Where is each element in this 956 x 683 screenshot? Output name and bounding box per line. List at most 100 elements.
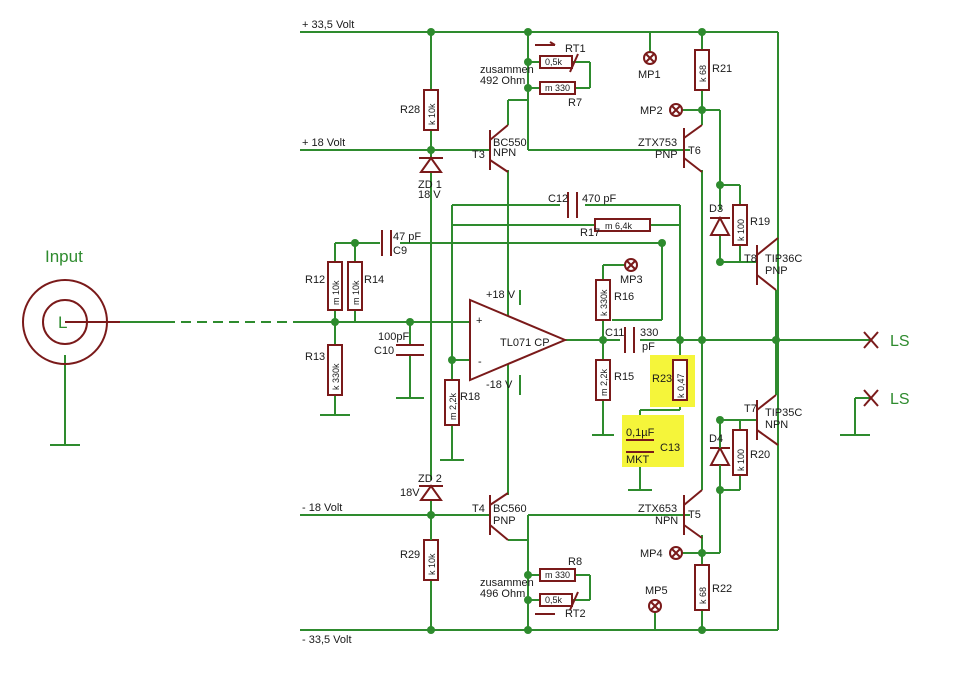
t7-transistor — [756, 394, 779, 446]
zd1-zener — [419, 156, 443, 173]
c10-capacitor — [396, 344, 424, 356]
ls-top-terminal — [863, 331, 879, 349]
opamp-vneg: -18 V — [486, 379, 513, 391]
t8-label: T8 — [744, 253, 757, 265]
r13-resistor — [327, 344, 343, 396]
r22-value: k 68 — [698, 587, 708, 604]
mp4-label: MP4 — [640, 548, 663, 560]
r19-resistor — [732, 204, 748, 246]
opamp-name: TL071 CP — [500, 337, 550, 349]
t7-polarity: NPN — [765, 419, 788, 431]
r19-label: R19 — [750, 216, 770, 228]
r22-label: R22 — [712, 583, 732, 595]
r12-label: R12 — [305, 274, 325, 286]
rail-neg-high-label: - 33,5 Volt — [302, 634, 352, 646]
zd2-value: 18V — [400, 487, 420, 499]
r14-resistor — [347, 261, 363, 311]
r20-label: R20 — [750, 449, 770, 461]
rt2-trimmer — [539, 593, 573, 607]
r23-resistor — [672, 359, 688, 401]
r18-resistor — [444, 379, 460, 426]
t5-polarity: NPN — [655, 515, 678, 527]
t6-transistor — [683, 124, 703, 173]
t5-transistor — [683, 489, 703, 539]
c12-value: 470 pF — [582, 193, 617, 205]
r13-value: k 330k — [331, 363, 341, 390]
t4-type: BC560 — [493, 503, 527, 515]
rt1-value: 0,5k — [545, 57, 563, 67]
r7-label: R7 — [568, 97, 582, 109]
c11-capacitor — [624, 327, 635, 353]
mp3-marker — [624, 258, 638, 272]
r15-label: R15 — [614, 371, 634, 383]
r22-resistor — [694, 564, 710, 611]
c12-label: C12 — [548, 193, 568, 205]
d3-label: D3 — [709, 203, 723, 215]
c10-value: 100pF — [378, 331, 409, 343]
r17-value: m 6,4k — [605, 221, 633, 231]
mp2-label: MP2 — [640, 105, 663, 117]
zd1-label: ZD 1 — [418, 179, 442, 191]
r20-resistor — [732, 429, 748, 476]
t7-label: T7 — [744, 403, 757, 415]
ls-bottom-label: LS — [890, 391, 910, 408]
r21-resistor — [694, 49, 710, 91]
zd2-zener — [419, 484, 443, 501]
mp3-label: MP3 — [620, 274, 643, 286]
input-jack-label: L — [58, 313, 67, 332]
r14-value: m 10k — [351, 280, 361, 305]
t3-type: BC550 — [493, 137, 527, 149]
mp5-marker — [648, 599, 662, 613]
c13-capacitor — [626, 439, 654, 453]
junctions — [331, 28, 780, 634]
t3-polarity: NPN — [493, 147, 516, 159]
t6-type: ZTX753 — [638, 137, 677, 149]
together-top-label: zusammen — [480, 64, 534, 76]
d4-label: D4 — [709, 433, 723, 445]
t7-type: TIP35C — [765, 407, 802, 419]
r17-resistor — [594, 218, 651, 232]
t5-type: ZTX653 — [638, 503, 677, 515]
r17-label: R17 — [580, 227, 600, 239]
r28-resistor — [423, 89, 439, 131]
mp1-label: MP1 — [638, 69, 661, 81]
mp4-marker — [669, 546, 683, 560]
r18-value: m 2,2k — [448, 392, 458, 420]
r8-label: R8 — [568, 556, 582, 568]
opamp-minus: - — [478, 356, 482, 368]
r16-resistor — [595, 279, 611, 321]
components — [22, 41, 879, 615]
rt2-label: RT2 — [565, 608, 586, 620]
c9-value: 47 pF — [393, 231, 421, 243]
t6-polarity: PNP — [655, 149, 678, 161]
rail-neg-18-label: - 18 Volt — [302, 502, 342, 514]
t6-label: T6 — [688, 145, 701, 157]
zd2-label: ZD 2 — [418, 473, 442, 485]
c12-capacitor — [567, 192, 578, 218]
r18-label: R18 — [460, 391, 480, 403]
r23-value: k 0,47 — [676, 373, 686, 398]
r21-value: k 68 — [698, 65, 708, 82]
rt2-value: 0,5k — [545, 595, 563, 605]
mp2-marker — [669, 103, 683, 117]
c13-value: 0,1µF — [626, 427, 655, 439]
r23-label: R23 — [652, 373, 672, 385]
together-bot-label: zusammen — [480, 577, 534, 589]
r28-label: R28 — [400, 104, 420, 116]
rail-pos-high-label: + 33,5 Volt — [302, 19, 354, 31]
r16-label: R16 — [614, 291, 634, 303]
r15-value: m 2,2k — [599, 368, 609, 396]
r19-value: k 100 — [736, 219, 746, 241]
zd1-value: 18 V — [418, 189, 441, 201]
r29-value: k 10k — [427, 553, 437, 575]
ohm-bot-label: 496 Ohm — [480, 588, 525, 600]
t3-transistor — [489, 124, 509, 173]
opamp-vpos: +18 V — [486, 289, 516, 301]
r16-value: k 330k — [599, 289, 609, 316]
t8-polarity: PNP — [765, 265, 788, 277]
r8-value: m 330 — [545, 570, 570, 580]
c9-capacitor — [381, 230, 392, 256]
mp1-marker — [643, 51, 657, 65]
r20-value: k 100 — [736, 449, 746, 471]
